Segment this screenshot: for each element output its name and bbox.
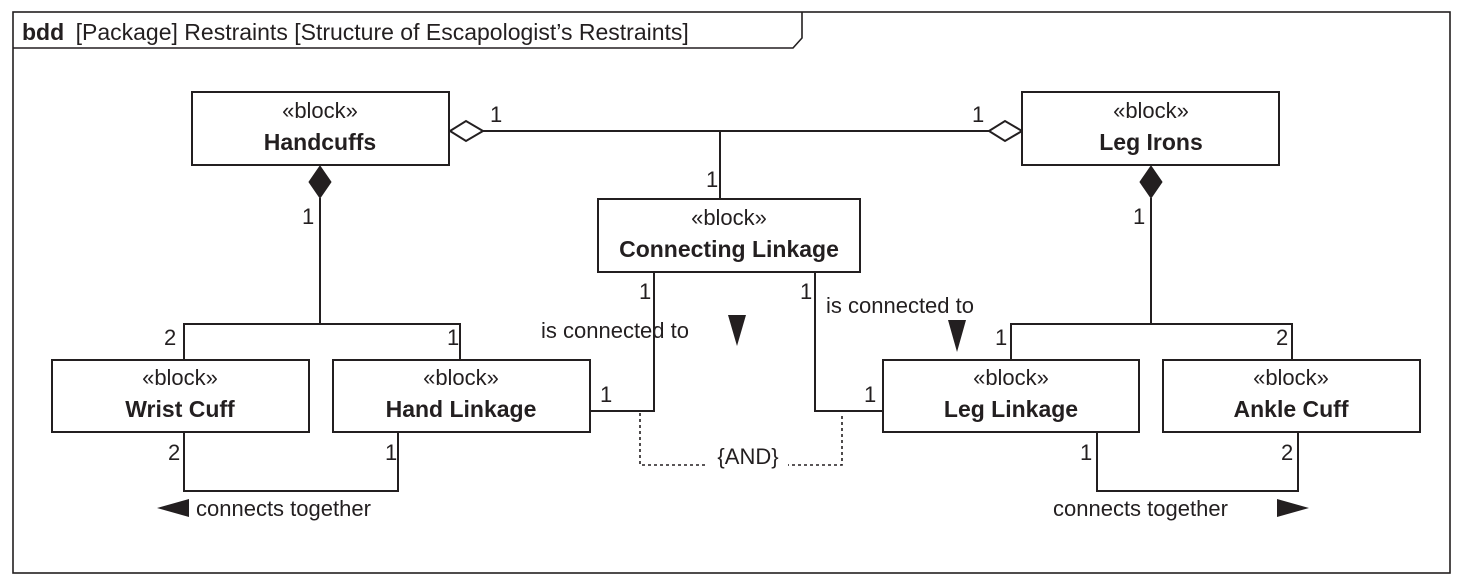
- left-direction-arrow: [728, 315, 746, 346]
- block-name: Leg Irons: [1099, 129, 1203, 155]
- multiplicity-label: 1: [385, 440, 397, 465]
- association-label-left: is connected to: [541, 318, 689, 343]
- block-wrist-cuff[interactable]: «block» Wrist Cuff: [51, 359, 310, 433]
- multiplicity-label: 1: [447, 325, 459, 350]
- association-label-right: is connected to: [826, 293, 974, 318]
- block-stereotype: «block»: [142, 365, 218, 390]
- block-stereotype: «block»: [282, 98, 358, 123]
- block-name: Connecting Linkage: [619, 236, 839, 262]
- block-leg-irons[interactable]: «block» Leg Irons: [1021, 91, 1280, 166]
- right-connection-line: [814, 273, 883, 412]
- block-connecting-linkage[interactable]: «block» Connecting Linkage: [597, 198, 861, 273]
- block-name: Ankle Cuff: [1234, 396, 1349, 422]
- leg-irons-composition-branch: [1010, 323, 1293, 360]
- wrist-hand-association: [183, 432, 399, 492]
- multiplicity-label: 1: [600, 382, 612, 407]
- leg-irons-aggregation-diamond: [987, 119, 1024, 143]
- block-name: Leg Linkage: [944, 396, 1078, 422]
- block-stereotype: «block»: [1113, 98, 1189, 123]
- block-handcuffs-box: [191, 91, 450, 166]
- block-connecting-linkage-box: [597, 198, 861, 273]
- multiplicity-label: 1: [800, 279, 812, 304]
- block-ankle-cuff[interactable]: «block» Ankle Cuff: [1162, 359, 1421, 433]
- multiplicity-label: 1: [639, 279, 651, 304]
- multiplicity-label: 2: [164, 325, 176, 350]
- block-hand-linkage-box: [332, 359, 591, 433]
- connects-together-left: connects together: [196, 496, 371, 521]
- frame-heading-tab: [13, 12, 803, 49]
- connects-together-right: connects together: [1053, 496, 1228, 521]
- block-stereotype: «block»: [691, 205, 767, 230]
- and-constraint-label: {AND}: [717, 444, 778, 469]
- frame-heading: bdd [Package] Restraints [Structure of E…: [22, 19, 689, 45]
- multiplicity-label: 2: [1281, 440, 1293, 465]
- block-name: Wrist Cuff: [125, 396, 235, 422]
- block-name: Hand Linkage: [386, 396, 537, 422]
- block-hand-linkage[interactable]: «block» Hand Linkage: [332, 359, 591, 433]
- block-stereotype: «block»: [423, 365, 499, 390]
- multiplicity-label: 2: [1276, 325, 1288, 350]
- block-leg-linkage[interactable]: «block» Leg Linkage: [882, 359, 1140, 433]
- multiplicity-label: 1: [1133, 204, 1145, 229]
- diagram-frame: [12, 11, 1451, 574]
- right-connects-arrow: [1277, 499, 1309, 517]
- block-leg-irons-box: [1021, 91, 1280, 166]
- left-connects-arrow: [157, 499, 189, 517]
- block-wrist-cuff-box: [51, 359, 310, 433]
- leg-irons-composition-diamond: [1139, 165, 1163, 199]
- frame-kind: bdd: [22, 19, 64, 45]
- handcuffs-composition-branch: [183, 323, 461, 360]
- frame-heading-text: [Package] Restraints [Structure of Escap…: [76, 19, 689, 45]
- multiplicity-label: 1: [864, 382, 876, 407]
- multiplicity-label: 2: [168, 440, 180, 465]
- leg-ankle-association: [1096, 432, 1299, 492]
- block-name: Handcuffs: [264, 129, 376, 155]
- block-handcuffs[interactable]: «block» Handcuffs: [191, 91, 450, 166]
- right-direction-arrow: [948, 320, 966, 352]
- handcuffs-composition-diamond: [308, 165, 332, 199]
- multiplicity-label: 1: [490, 102, 502, 127]
- block-ankle-cuff-box: [1162, 359, 1421, 433]
- block-stereotype: «block»: [973, 365, 1049, 390]
- block-leg-linkage-box: [882, 359, 1140, 433]
- multiplicity-label: 1: [995, 325, 1007, 350]
- multiplicity-label: 1: [1080, 440, 1092, 465]
- multiplicity-label: 1: [706, 167, 718, 192]
- multiplicity-label: 1: [972, 102, 984, 127]
- and-constraint-bg: [708, 442, 788, 472]
- left-connection-line: [591, 273, 655, 412]
- handcuffs-aggregation-diamond: [448, 119, 485, 143]
- block-stereotype: «block»: [1253, 365, 1329, 390]
- multiplicity-label: 1: [302, 204, 314, 229]
